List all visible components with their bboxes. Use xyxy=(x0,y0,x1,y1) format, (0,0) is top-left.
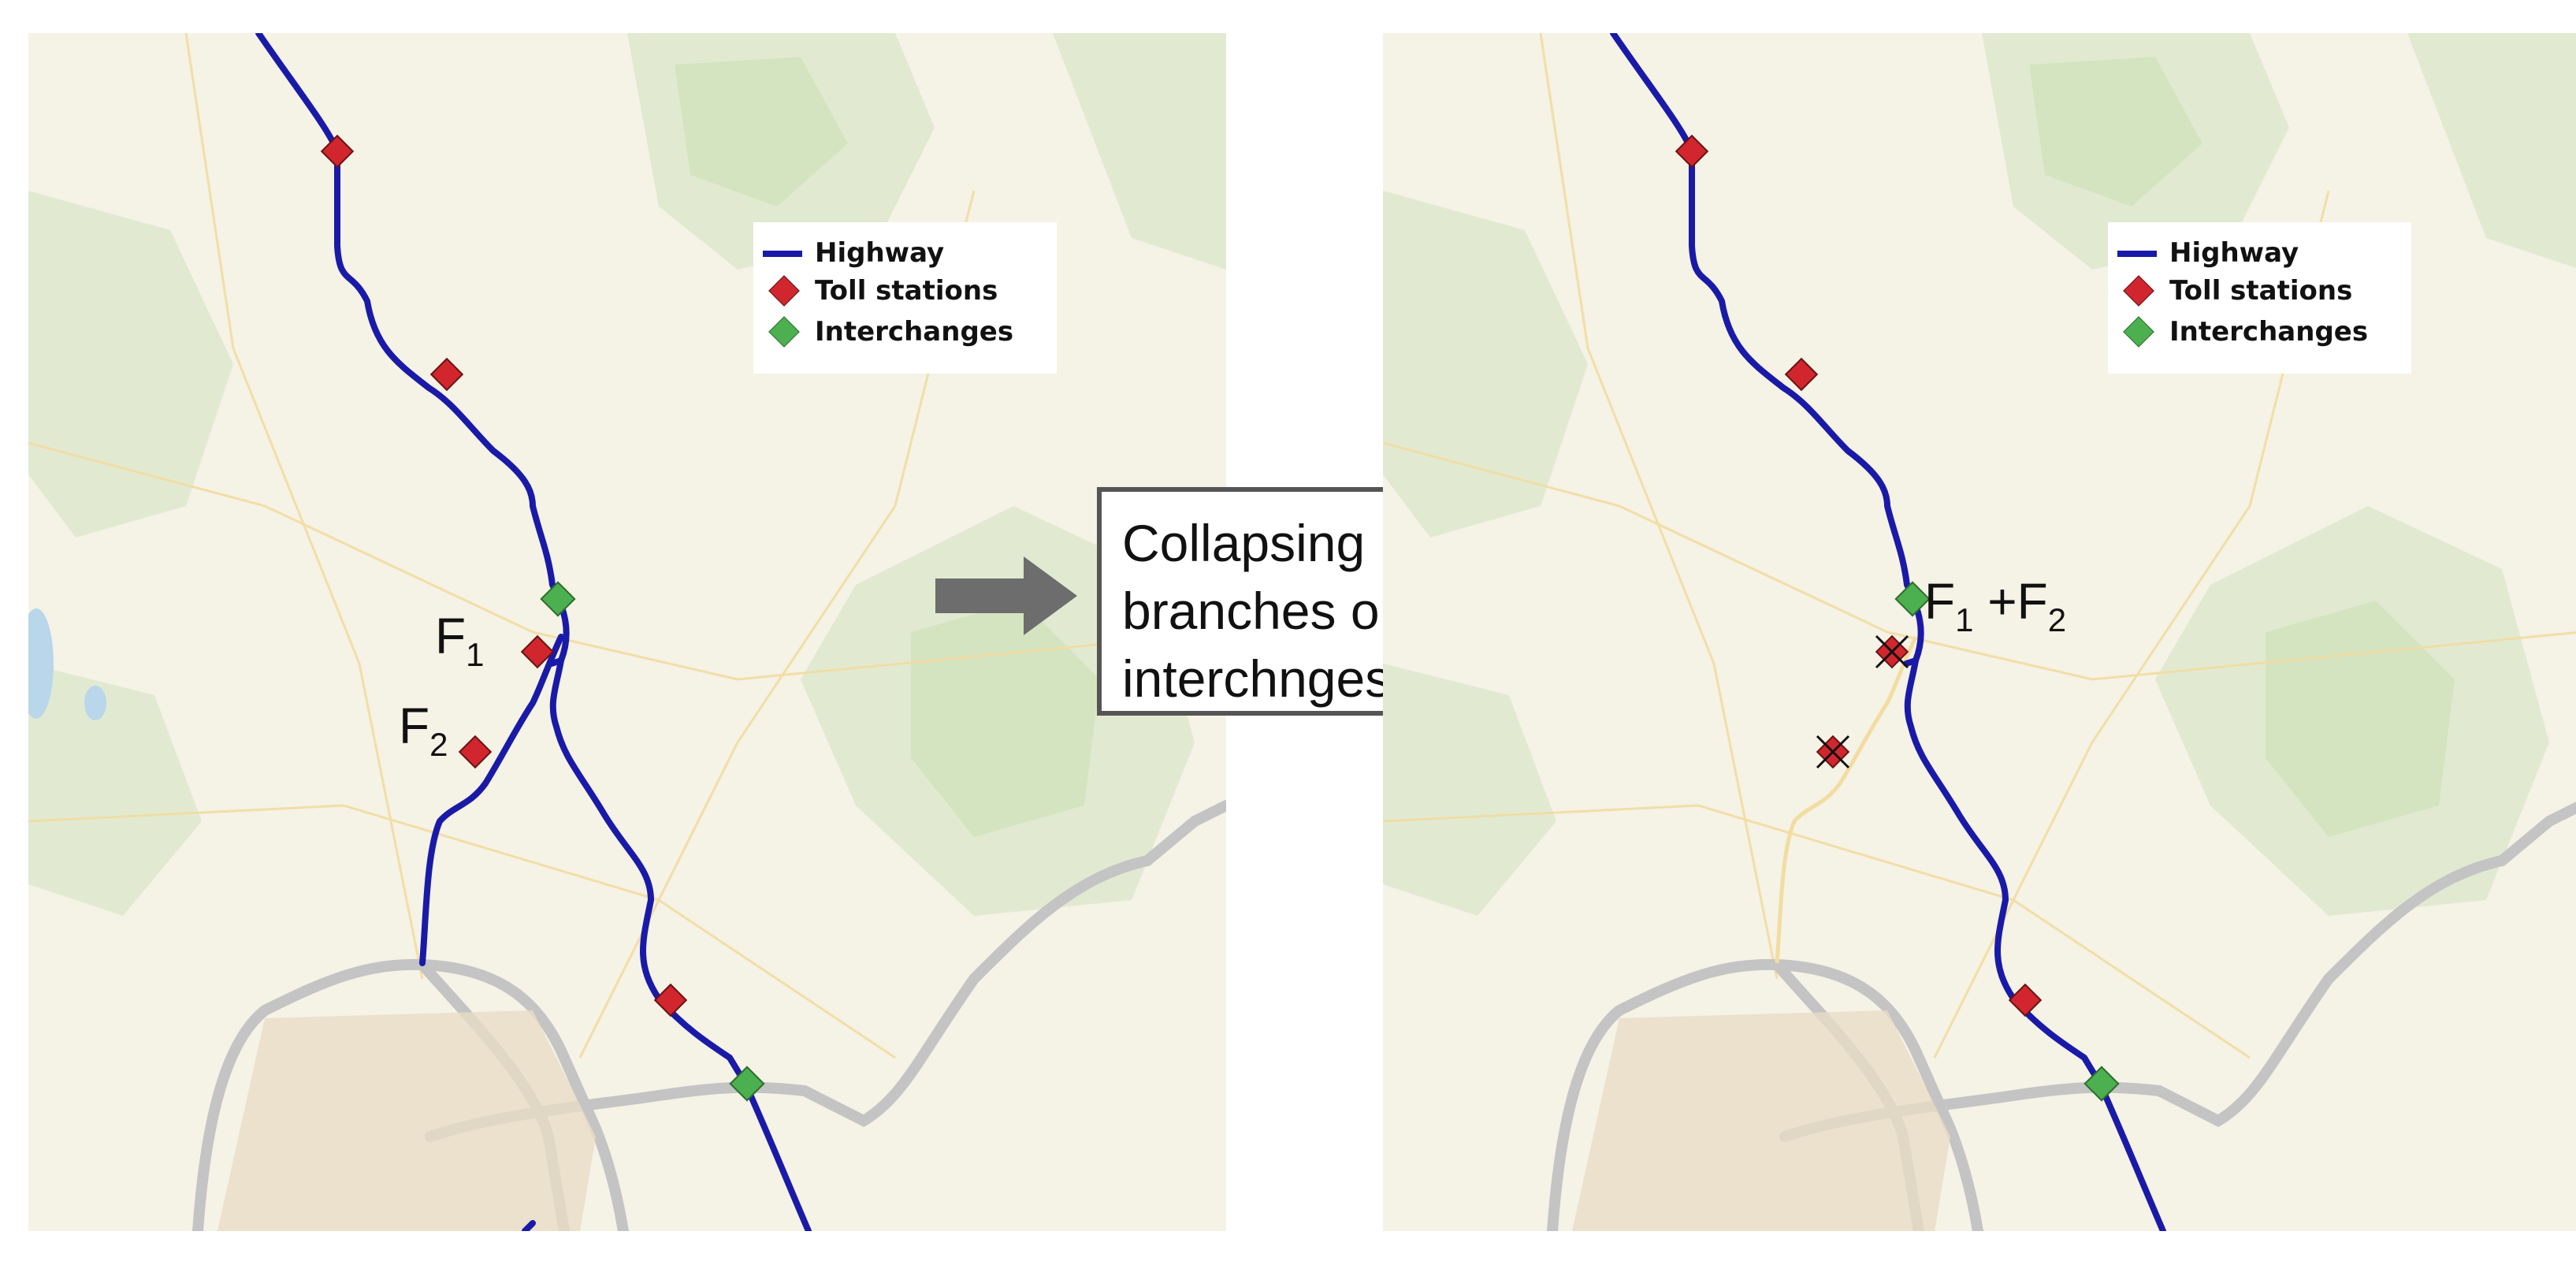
toll-stations-before xyxy=(320,134,688,1017)
interchanges-after xyxy=(1894,581,2120,1102)
process-label-line: branches on xyxy=(1122,582,1409,640)
label-f2: F2 xyxy=(399,698,448,763)
legend-item-highway: Highway xyxy=(763,235,944,271)
legend-item-interchanges: Interchanges xyxy=(763,314,1013,350)
map-legend: Highway Toll stations Interchanges xyxy=(753,222,1057,374)
legend-label: Interchanges xyxy=(815,316,1014,348)
interchanges-before xyxy=(540,581,765,1102)
legend-label: Highway xyxy=(2169,237,2299,269)
map-legend: Highway Toll stations Interchanges xyxy=(2108,222,2411,374)
highway-line-icon xyxy=(763,235,802,271)
process-label-line: Collapsing xyxy=(1122,514,1366,572)
process-label-line: interchnges xyxy=(1122,649,1392,708)
legend-label: Interchanges xyxy=(2169,316,2369,348)
removed-toll-station-icon xyxy=(1875,634,1909,669)
arrow-right-icon xyxy=(935,556,1077,635)
toll-station-icon xyxy=(763,273,802,309)
label-f1: F1 xyxy=(435,608,485,673)
legend-item-toll-stations: Toll stations xyxy=(2117,273,2352,309)
legend-item-interchanges: Interchanges xyxy=(2117,314,2368,350)
removed-toll-station-icon xyxy=(1816,735,1850,769)
toll-stations-after xyxy=(1675,134,2043,1017)
interchange-icon xyxy=(2117,314,2157,350)
legend-label: Toll stations xyxy=(2169,275,2353,307)
legend-label: Toll stations xyxy=(815,275,998,307)
highway-line-icon xyxy=(2117,235,2157,271)
label-f1-plus-f2: F1 +F2 xyxy=(1924,573,2067,638)
map-panel-after: Highway Toll stations Interchanges F1 +F… xyxy=(1383,33,2576,1231)
toll-station-icon xyxy=(2117,273,2157,309)
legend-item-highway: Highway xyxy=(2117,235,2299,271)
interchange-icon xyxy=(763,314,802,350)
legend-item-toll-stations: Toll stations xyxy=(763,273,998,309)
legend-label: Highway xyxy=(815,237,945,269)
